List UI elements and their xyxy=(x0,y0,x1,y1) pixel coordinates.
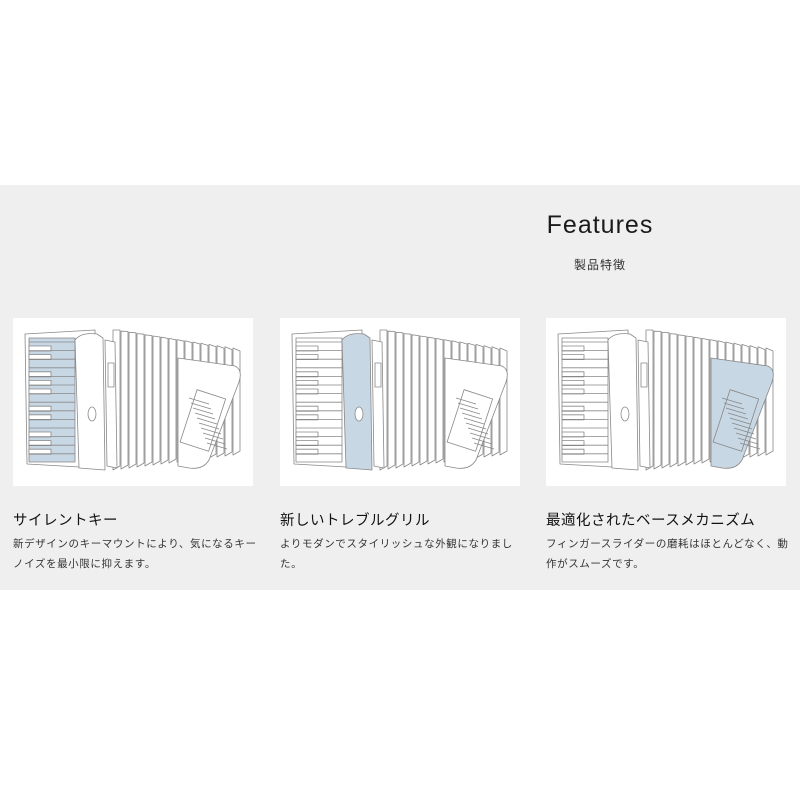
feature-title: 最適化されたベースメカニズム xyxy=(546,513,756,529)
feature-image-treble-grille xyxy=(280,318,520,486)
feature-image-bass-mechanism xyxy=(546,318,786,486)
section-subtitle: 製品特徴 xyxy=(573,258,626,272)
feature-description: 新デザインのキーマウントにより、気になるキーノイズを最小限に抑えます。 xyxy=(13,538,257,570)
feature-description: フィンガースライダーの磨耗はほとんどなく、動作がスムーズです。 xyxy=(546,538,789,570)
section-title: Features xyxy=(546,211,654,239)
feature-title: サイレントキー xyxy=(13,513,118,529)
feature-image-silent-keys xyxy=(13,318,253,486)
feature-description: よりモダンでスタイリッシュな外観になりました。 xyxy=(280,538,513,570)
feature-title: 新しいトレブルグリル xyxy=(280,513,430,529)
